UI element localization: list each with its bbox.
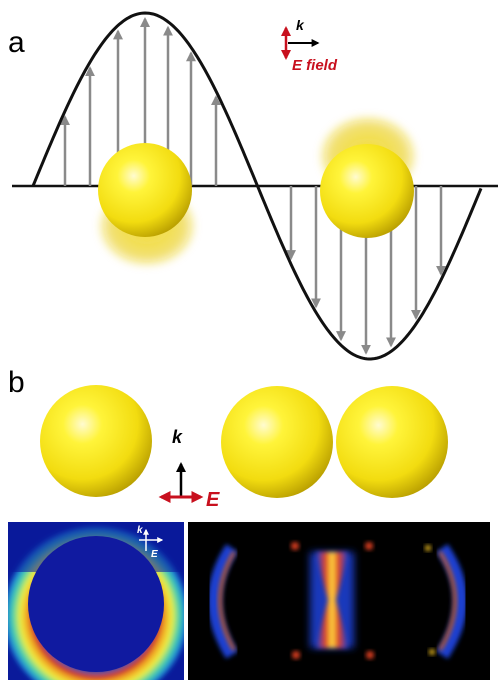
sphere-right [320, 144, 414, 238]
wave-curve [31, 11, 483, 361]
panel-a-legend: k E field [281, 17, 338, 74]
single-sphere-interior [28, 536, 164, 672]
b-legend-e-label: E [206, 489, 220, 511]
legend-e-field-label: E field [292, 57, 338, 74]
panel-a: a k E field [8, 11, 498, 361]
sphere-left [98, 143, 192, 237]
panel-b-label: b [8, 366, 25, 399]
panel-b: b k E k E [8, 366, 490, 680]
map-k-label: k [137, 525, 143, 536]
panel-a-label: a [8, 26, 25, 59]
panel-b-legend: k E [158, 427, 220, 511]
legend-k-label: k [296, 17, 305, 33]
sphere-dimer-left [221, 386, 333, 498]
sphere-single [40, 385, 152, 497]
field-map-dimer [188, 522, 490, 680]
field-map-single: k E [8, 522, 184, 680]
b-legend-k-label: k [172, 427, 183, 447]
map-e-label: E [151, 549, 158, 560]
sphere-dimer-right [336, 386, 448, 498]
